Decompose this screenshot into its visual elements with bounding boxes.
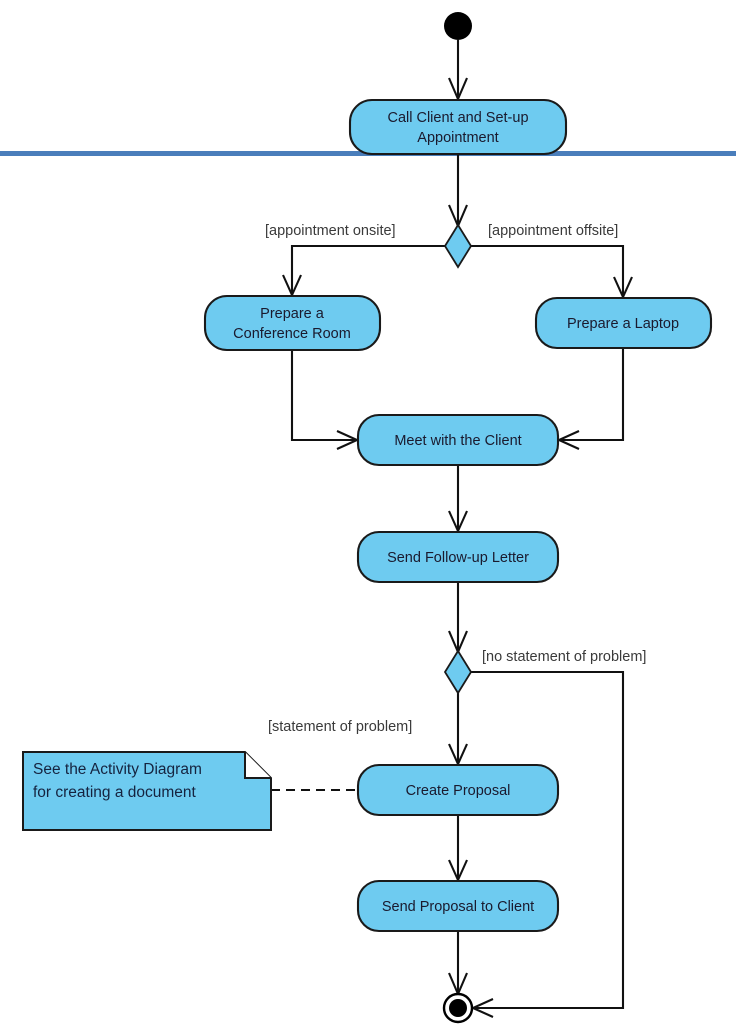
note-label-line-1: See the Activity Diagram bbox=[33, 761, 202, 778]
activity-shape bbox=[356, 530, 560, 584]
activity-label-line-1: Send Proposal to Client bbox=[382, 899, 534, 915]
flow-decision1-to-conference-room bbox=[290, 244, 445, 296]
activity-label-line-2: Conference Room bbox=[233, 326, 351, 342]
activity-send-follow-up-letter[interactable]: Send Follow-up Letter bbox=[356, 530, 560, 584]
activity-meet-with-client[interactable]: Meet with the Client bbox=[356, 413, 560, 467]
flow-decision1-to-laptop bbox=[471, 244, 625, 298]
activity-prepare-laptop[interactable]: Prepare a Laptop bbox=[534, 296, 713, 350]
note-fold-icon bbox=[244, 752, 271, 779]
control-flows bbox=[271, 40, 633, 1018]
activity-send-proposal-to-client[interactable]: Send Proposal to Client bbox=[356, 879, 560, 933]
activity-shape bbox=[356, 763, 560, 817]
final-node bbox=[442, 992, 474, 1024]
guard-statement-of-problem: [statement of problem] bbox=[268, 719, 412, 735]
activity-shape bbox=[534, 296, 713, 350]
activity-prepare-conference-room[interactable]: Prepare a Conference Room bbox=[203, 294, 382, 352]
activity-label-line-1: Create Proposal bbox=[406, 783, 511, 799]
activity-call-client[interactable]: Call Client and Set-up Appointment bbox=[348, 98, 568, 156]
initial-node bbox=[444, 12, 472, 40]
note-label-line-2: for creating a document bbox=[33, 784, 197, 801]
activity-label-line-1: Prepare a bbox=[260, 306, 325, 322]
decision-appointment-location[interactable] bbox=[443, 223, 473, 269]
guard-no-statement-of-problem: [no statement of problem] bbox=[482, 649, 646, 665]
note-activity-diagram[interactable]: See the Activity Diagram for creating a … bbox=[22, 751, 272, 831]
decision-diamond bbox=[443, 223, 473, 269]
activity-shape bbox=[356, 879, 560, 933]
activity-label-line-2: Appointment bbox=[417, 130, 498, 146]
activity-shape bbox=[356, 413, 560, 467]
guard-appointment-onsite: [appointment onsite] bbox=[265, 223, 396, 239]
note-shape bbox=[22, 751, 272, 831]
activity-label-line-1: Prepare a Laptop bbox=[567, 316, 679, 332]
flow-decision2-to-final-node bbox=[471, 670, 625, 1010]
activity-create-proposal[interactable]: Create Proposal bbox=[356, 763, 560, 817]
decision-statement-of-problem[interactable] bbox=[443, 649, 473, 695]
activity-shape bbox=[348, 98, 568, 156]
final-node-core bbox=[449, 999, 467, 1017]
flow-laptop-to-meet bbox=[558, 348, 625, 442]
activity-shape bbox=[203, 294, 382, 352]
activity-label-line-1: Meet with the Client bbox=[394, 433, 521, 449]
guard-appointment-offsite: [appointment offsite] bbox=[488, 223, 618, 239]
activity-label-line-1: Call Client and Set-up bbox=[387, 110, 528, 126]
flow-conference-room-to-meet bbox=[290, 350, 358, 442]
activity-label-line-1: Send Follow-up Letter bbox=[387, 550, 529, 566]
decision-diamond bbox=[443, 649, 473, 695]
